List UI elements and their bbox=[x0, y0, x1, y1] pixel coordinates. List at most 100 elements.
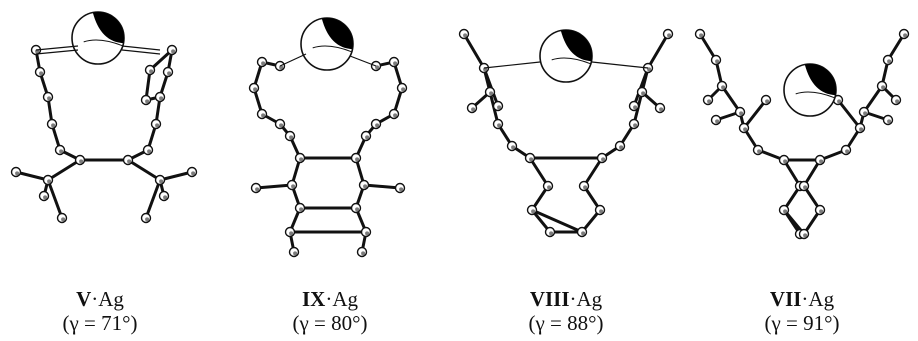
atom-shading bbox=[291, 184, 296, 189]
atom-shading bbox=[903, 33, 908, 38]
atom-shading bbox=[511, 145, 516, 150]
atom-shading bbox=[531, 209, 536, 214]
atom-shading bbox=[547, 185, 552, 190]
atom-shading bbox=[15, 171, 20, 176]
caption-V-Ag: V·Ag (γ = 71°) bbox=[10, 287, 190, 335]
bond bbox=[742, 98, 768, 130]
atom-shading bbox=[765, 99, 770, 104]
atom-shading bbox=[803, 233, 808, 238]
bond bbox=[862, 84, 884, 114]
atom-shading bbox=[299, 207, 304, 212]
atom-shading bbox=[743, 127, 748, 132]
atom-shading bbox=[363, 184, 368, 189]
atom-shading bbox=[471, 107, 476, 112]
atom-shading bbox=[293, 251, 298, 256]
molecule-VII bbox=[694, 28, 910, 240]
atom-shading bbox=[887, 59, 892, 64]
atom-shading bbox=[895, 99, 900, 104]
atom-shading bbox=[365, 231, 370, 236]
ag-shadow bbox=[321, 17, 354, 50]
atom-shading bbox=[59, 149, 64, 154]
atom-shading bbox=[393, 113, 398, 118]
bond bbox=[126, 158, 162, 182]
atom-shading bbox=[601, 157, 606, 162]
atom-shading bbox=[261, 113, 266, 118]
atom-shading bbox=[145, 99, 150, 104]
atom-shading bbox=[549, 231, 554, 236]
ag-terminator bbox=[83, 39, 123, 47]
atom-shading bbox=[145, 217, 150, 222]
atom-shading bbox=[715, 59, 720, 64]
atom-shading bbox=[721, 85, 726, 90]
atom-shading bbox=[497, 105, 502, 110]
atom-shading bbox=[375, 65, 380, 70]
atom-shading bbox=[51, 123, 56, 128]
atom-shading bbox=[255, 187, 260, 192]
atom-shading bbox=[803, 185, 808, 190]
atom-shading bbox=[299, 157, 304, 162]
atom-shading bbox=[819, 209, 824, 214]
gamma-angle-VIII: (γ = 88°) bbox=[528, 311, 604, 335]
atom-shading bbox=[837, 99, 842, 104]
atom-shading bbox=[149, 69, 154, 74]
atom-shading bbox=[289, 231, 294, 236]
atom-shading bbox=[633, 123, 638, 128]
ag-shadow bbox=[560, 29, 593, 62]
atom-shading bbox=[859, 127, 864, 132]
atom-shading bbox=[887, 119, 892, 124]
atom-shading bbox=[191, 171, 196, 176]
coordination-bond bbox=[121, 49, 161, 55]
atom-shading bbox=[361, 251, 366, 256]
atom-shading bbox=[599, 209, 604, 214]
atom-shading bbox=[279, 123, 284, 128]
atom-shading bbox=[647, 67, 652, 72]
caption-IX-Ag: IX·Ag (γ = 80°) bbox=[240, 287, 420, 335]
ag-shadow bbox=[92, 11, 125, 44]
ag-terminator bbox=[551, 57, 591, 65]
atom-shading bbox=[279, 65, 284, 70]
atom-shading bbox=[159, 179, 164, 184]
ag-terminator bbox=[312, 45, 352, 53]
atom-shading bbox=[863, 111, 868, 116]
silver-atom bbox=[539, 29, 593, 83]
atom-shading bbox=[619, 145, 624, 150]
atom-shading bbox=[365, 135, 370, 140]
bond bbox=[362, 183, 402, 190]
atom-shading bbox=[783, 209, 788, 214]
bond bbox=[462, 32, 486, 70]
bond bbox=[720, 84, 742, 114]
atom-shading bbox=[819, 159, 824, 164]
atom-shading bbox=[355, 157, 360, 162]
molecule-VIII bbox=[458, 28, 674, 238]
coordination-bond bbox=[483, 61, 541, 69]
bond bbox=[158, 170, 194, 182]
bond bbox=[254, 183, 294, 190]
atom-shading bbox=[463, 33, 468, 38]
coordination-bond bbox=[591, 61, 649, 69]
atom-shading bbox=[633, 105, 638, 110]
atom-shading bbox=[171, 49, 176, 54]
gamma-angle-IX: (γ = 80°) bbox=[292, 311, 368, 335]
bond bbox=[530, 208, 584, 234]
bond bbox=[528, 156, 550, 188]
compound-label-V: V·Ag bbox=[76, 287, 124, 311]
silver-atom bbox=[783, 63, 837, 117]
bond bbox=[646, 32, 670, 70]
compound-label-VIII: VIII·Ag bbox=[529, 287, 603, 311]
coordination-bond bbox=[35, 45, 79, 51]
caption-VII-Ag: VII·Ag (γ = 91°) bbox=[712, 287, 892, 335]
bond bbox=[144, 178, 162, 220]
atom-shading bbox=[375, 123, 380, 128]
bond bbox=[14, 170, 50, 182]
bond bbox=[46, 158, 82, 182]
atom-shading bbox=[757, 149, 762, 154]
atom-shading bbox=[401, 87, 406, 92]
atom-shading bbox=[707, 99, 712, 104]
atom-shading bbox=[581, 231, 586, 236]
atom-shading bbox=[529, 157, 534, 162]
atom-shading bbox=[163, 195, 168, 200]
atom-shading bbox=[47, 96, 52, 101]
atom-shading bbox=[39, 71, 44, 76]
molecule-V bbox=[10, 11, 198, 224]
